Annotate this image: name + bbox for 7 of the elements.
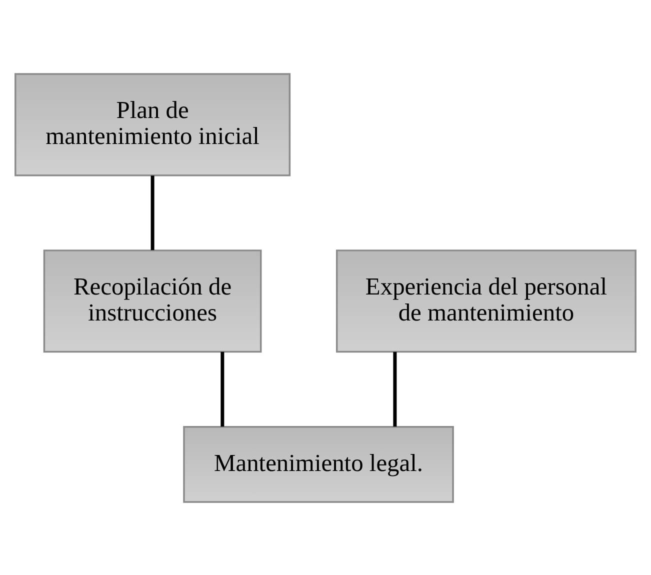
connector [220, 351, 224, 426]
node-box: Recopilación de instrucciones [43, 249, 262, 352]
node-box: Mantenimiento legal. [183, 426, 454, 502]
node-box: Experiencia del personal de mantenimiento [336, 249, 636, 352]
node-box: Plan de mantenimiento inicial [14, 72, 291, 176]
connector [393, 351, 397, 426]
connector [150, 175, 154, 250]
